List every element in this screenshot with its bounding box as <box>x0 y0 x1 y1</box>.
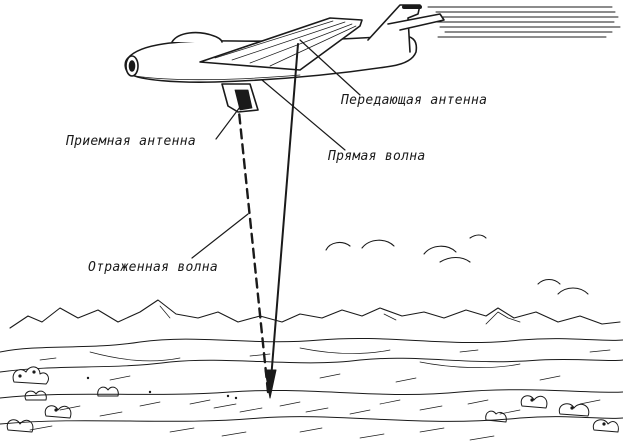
receiving-antenna-label: Приемная антенна <box>66 134 196 149</box>
reflected-wave-label: Отраженная волна <box>88 260 218 275</box>
shrubs <box>7 367 618 432</box>
reflected-wave <box>239 112 268 392</box>
cockpit-canopy <box>172 33 222 42</box>
pointer-direct <box>262 80 345 150</box>
speed-lines <box>428 7 620 37</box>
terrain <box>0 338 623 440</box>
direct-wave-label: Прямая волна <box>328 149 426 164</box>
pointer-receiving <box>216 107 240 139</box>
mountains <box>10 300 620 328</box>
pointer-reflected <box>192 214 248 258</box>
transmitting-antenna-label: Передающая антенна <box>341 93 487 108</box>
clouds <box>326 235 588 294</box>
